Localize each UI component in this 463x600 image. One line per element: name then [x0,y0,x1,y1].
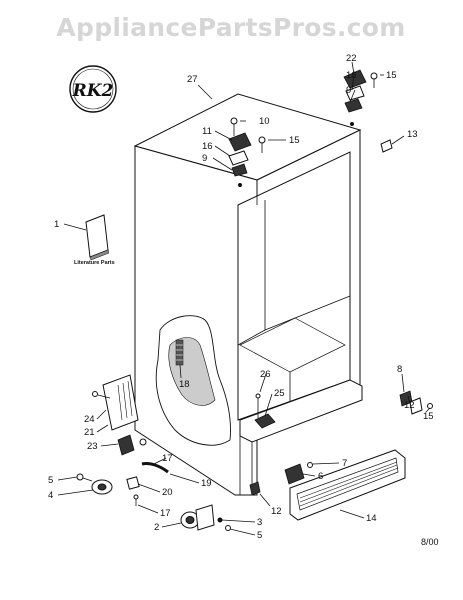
callout-5: 5 [48,475,53,486]
callout-16: 16 [202,141,213,152]
callout-1: 1 [54,219,59,230]
callout-21: 21 [84,427,95,438]
date-code: 8/00 [421,537,439,547]
callout-17: 17 [162,453,173,464]
callout-7: 7 [342,458,347,469]
leveling-bracket [254,393,276,429]
callout-2: 2 [154,522,159,533]
callout-20: 20 [162,487,173,498]
callout-17: 17 [160,508,171,519]
callout-22: 22 [346,53,357,64]
callout-23: 23 [87,441,98,452]
callout-14: 14 [366,513,377,524]
refrigerator-cabinet [133,93,363,496]
bracket-assembly [92,374,139,431]
cabinet-cutaway [155,315,231,446]
callout-26: 26 [260,369,271,380]
literature-label: Literature Parts [74,260,115,266]
callout-27: 27 [187,74,198,85]
callout-15: 15 [289,135,300,146]
callout-9: 9 [202,153,207,164]
leader-lines [57,61,431,536]
front-roller-center [180,504,231,531]
callout-9: 9 [346,85,351,96]
top-hinge-center [228,117,266,187]
watermark: AppliancePartsPros.com [56,13,405,42]
callout-25: 25 [274,388,285,399]
bottom-hinge-bracket [249,462,313,496]
callout-18: 18 [179,379,190,390]
callout-19: 19 [201,478,212,489]
callout-11: 11 [202,126,212,137]
toe-grille [289,449,406,521]
callout-6: 6 [318,471,323,482]
callout-3: 3 [257,517,262,528]
logo-badge: RK2 [69,65,117,113]
callout-5: 5 [257,530,262,541]
callout-24: 24 [84,414,95,425]
callout-labels: 27 22 16 9 15 10 11 15 16 9 13 1 18 26 2… [48,53,434,541]
top-hinge-right [343,69,378,126]
logo-text: RK2 [72,81,114,101]
callout-12: 12 [404,400,415,411]
callout-12: 12 [271,506,282,517]
callout-13: 13 [407,129,418,140]
callout-4: 4 [48,490,53,501]
door-stop [380,139,393,153]
front-roller-left [76,434,169,506]
callout-16: 16 [346,70,357,81]
callout-15: 15 [423,411,434,422]
callout-15: 15 [386,70,397,81]
callout-8: 8 [397,364,402,375]
literature-booklet: Literature Parts [74,214,115,266]
callout-10: 10 [259,116,270,127]
rear-bracket-right [399,390,433,415]
